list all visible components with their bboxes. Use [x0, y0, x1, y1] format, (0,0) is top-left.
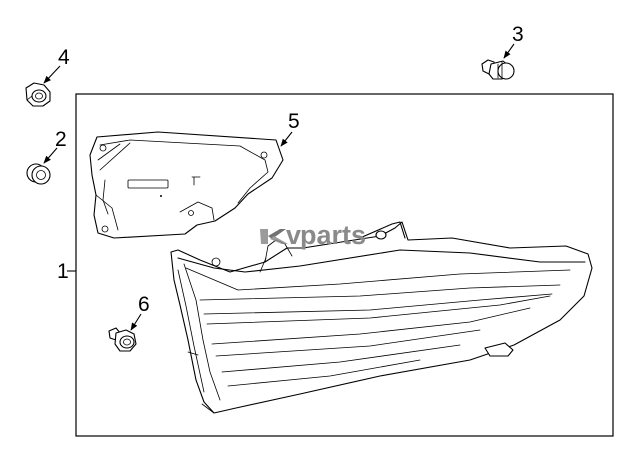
- callout-6-label: 6: [138, 293, 150, 316]
- callout-4[interactable]: 4: [43, 46, 70, 84]
- callout-2-label: 2: [55, 128, 67, 151]
- watermark-brand-prefix: v: [286, 220, 301, 250]
- part-3-bolt-icon[interactable]: [481, 59, 515, 80]
- part-5-bracket-icon[interactable]: [89, 131, 284, 239]
- callout-6[interactable]: 6: [130, 293, 150, 331]
- callout-3[interactable]: 3: [503, 23, 524, 59]
- part-2-clip-icon[interactable]: [26, 163, 51, 185]
- callout-3-label: 3: [512, 23, 524, 46]
- callout-2[interactable]: 2: [43, 128, 67, 164]
- callout-5-label: 5: [288, 110, 300, 133]
- callout-1-label: 1: [57, 260, 69, 283]
- part-6-push-clip-icon[interactable]: [108, 327, 137, 352]
- watermark-brand: parts: [300, 220, 366, 250]
- callout-4-label: 4: [58, 46, 70, 69]
- part-4-nut-icon[interactable]: [25, 82, 51, 107]
- stylized-k-logo-icon: [260, 229, 288, 244]
- callout-5[interactable]: 5: [280, 110, 300, 147]
- callout-1[interactable]: 1: [57, 260, 76, 283]
- watermark: v parts: [260, 220, 366, 250]
- part-1-tail-lamp-icon[interactable]: [170, 221, 593, 414]
- assembly-frame: [75, 93, 614, 437]
